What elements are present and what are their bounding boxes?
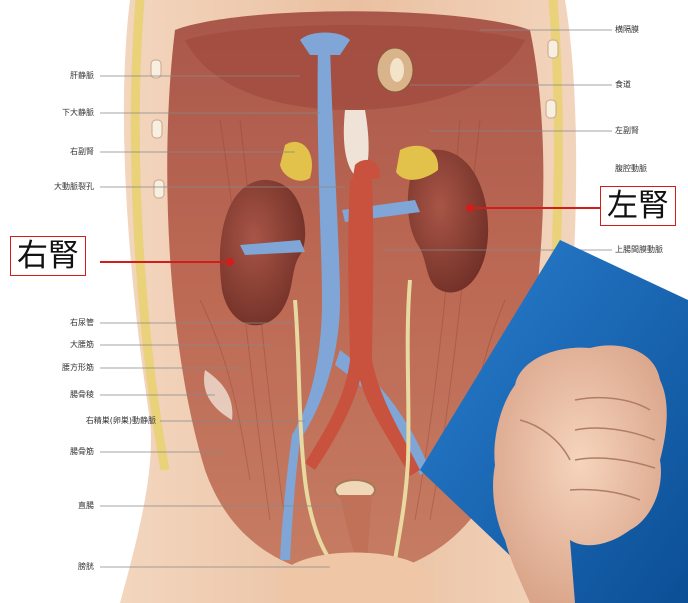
label-aortic-hiatus: 大動脈裂孔 [54,182,94,192]
label-superior-mesenteric-artery: 上腸間膜動脈 [615,245,663,255]
label-iliacus: 腸骨筋 [70,447,94,457]
label-diaphragm: 横隔膜 [615,25,639,35]
label-iliac-crest: 腸骨稜 [70,390,94,400]
label-inferior-vena-cava: 下大静脈 [62,108,94,118]
callout-right-kidney: 右腎 [10,236,86,276]
label-rectum: 直腸 [78,501,94,511]
callout-left-kidney: 左腎 [600,186,676,226]
label-bladder: 膀胱 [78,562,94,572]
label-psoas-major: 大腰筋 [70,340,94,350]
label-esophagus: 食道 [615,80,631,90]
label-testicular-vessels: 右精巣(卵巣)動静脈 [86,416,156,426]
label-quadratus-lumborum: 腰方形筋 [62,363,94,373]
label-right-ureter: 右尿管 [70,318,94,328]
label-celiac-artery: 腹腔動脈 [615,164,647,174]
label-right-adrenal: 右副腎 [70,147,94,157]
label-hepatic-vein: 肝静脈 [70,71,94,81]
label-left-adrenal: 左副腎 [615,126,639,136]
